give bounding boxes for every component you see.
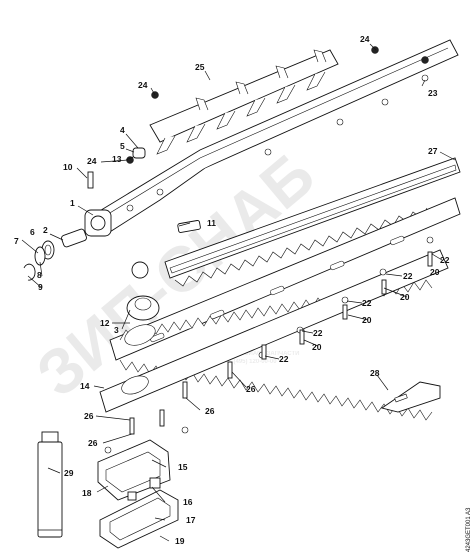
gearbox-cover <box>97 439 179 549</box>
callout-8: 8 <box>37 270 42 280</box>
callout-11: 11 <box>207 218 216 228</box>
callout-15: 15 <box>178 462 188 472</box>
callout-6: 6 <box>30 227 35 237</box>
callout-24-c: 24 <box>87 156 97 166</box>
lower-blade-slots <box>150 235 405 343</box>
callout-17: 17 <box>186 515 196 525</box>
callout-22-a: 22 <box>440 255 450 265</box>
watermark-store-line-2: +7 (495) 120-00-00 <box>225 359 277 365</box>
callout-20-b: 20 <box>362 315 372 325</box>
callout-28: 28 <box>370 368 380 378</box>
callout-29: 29 <box>64 468 74 478</box>
rake-guard <box>149 49 339 155</box>
callout-20-a: 20 <box>400 292 410 302</box>
callout-1: 1 <box>70 198 75 208</box>
callout-12: 12 <box>100 318 110 328</box>
callout-19: 19 <box>175 536 185 546</box>
gear-housing <box>84 39 459 237</box>
callout-20-c: 20 <box>312 342 322 352</box>
rake-guard-fingers <box>156 71 326 155</box>
callout-25: 25 <box>195 62 205 72</box>
callout-4: 4 <box>120 125 125 135</box>
upper-blade <box>164 157 461 287</box>
callouts: 1 2 3 4 5 6 7 8 9 10 11 12 13 14 15 16 1… <box>14 34 450 546</box>
callout-9: 9 <box>38 282 43 292</box>
callout-27: 27 <box>428 146 438 156</box>
callout-16: 16 <box>183 497 193 507</box>
upper-blade-teeth <box>174 207 428 287</box>
callout-22-d: 22 <box>313 328 323 338</box>
callout-13: 13 <box>112 154 122 164</box>
rake-guard-top-fingers <box>195 49 327 111</box>
callout-26-a: 26 <box>246 384 256 394</box>
callout-18: 18 <box>82 488 92 498</box>
callout-14: 14 <box>80 381 90 391</box>
callout-23: 23 <box>428 88 438 98</box>
hardware <box>87 46 434 454</box>
callout-22-c: 22 <box>362 298 372 308</box>
callout-24-a: 24 <box>360 34 370 44</box>
callout-22-e: 22 <box>279 354 289 364</box>
drive-shaft-assembly <box>23 228 87 281</box>
callout-26-d: 26 <box>88 438 98 448</box>
callout-20-d: 20 <box>430 267 440 277</box>
leader-lines <box>21 43 456 542</box>
callout-3: 3 <box>114 325 119 335</box>
callout-26-b: 26 <box>205 406 215 416</box>
callout-5: 5 <box>120 141 125 151</box>
callout-26-c: 26 <box>84 411 94 421</box>
bottom-blade <box>99 249 449 413</box>
grease-tube <box>37 431 63 538</box>
callout-22-b: 22 <box>403 271 413 281</box>
callout-24-b: 24 <box>138 80 148 90</box>
blade-guard <box>380 381 441 413</box>
callout-10: 10 <box>63 162 73 172</box>
callout-2: 2 <box>43 225 48 235</box>
callout-7: 7 <box>14 236 19 246</box>
diagram-code: 4243GET001 A3 <box>466 507 472 552</box>
